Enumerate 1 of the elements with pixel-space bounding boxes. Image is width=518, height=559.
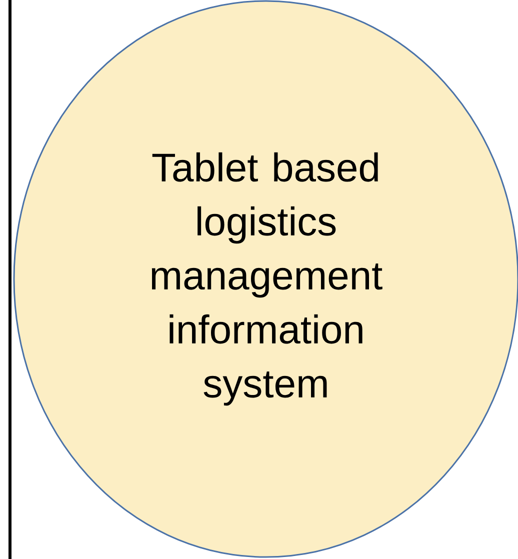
ellipse-node: Tablet based logistics management information system: [13, 0, 518, 558]
